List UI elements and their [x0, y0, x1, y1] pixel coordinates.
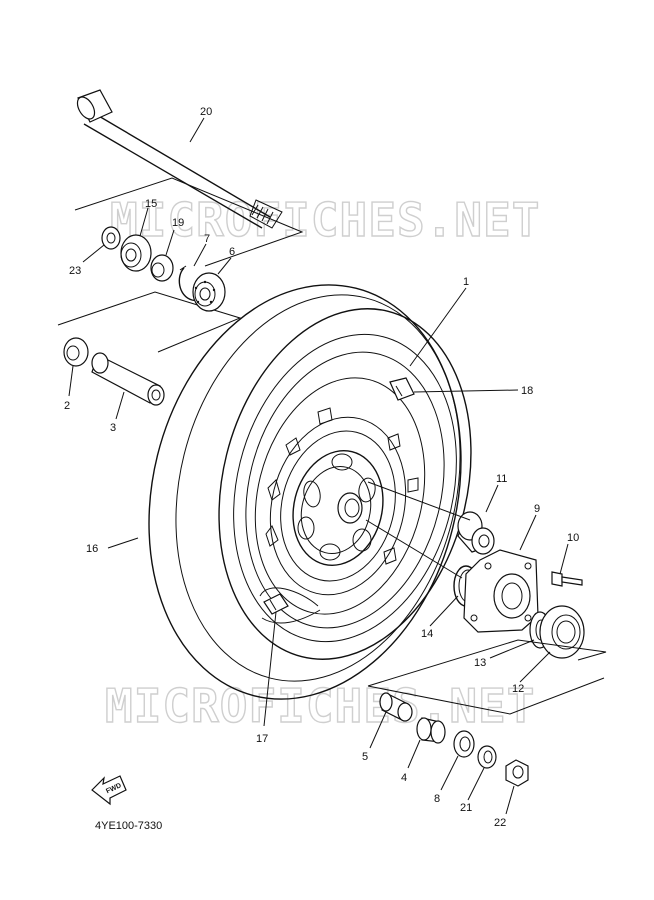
- axle-part[interactable]: [74, 89, 283, 229]
- watermark-bottom: MICROFICHES.NET: [105, 679, 535, 733]
- callout-14: 14: [421, 628, 433, 640]
- callout-20: 20: [200, 106, 212, 118]
- callout-11: 11: [496, 473, 507, 485]
- collar-part-19[interactable]: [150, 254, 174, 282]
- callout-5: 5: [362, 751, 368, 763]
- hub-clutch-part-9[interactable]: [463, 549, 539, 633]
- callout-10: 10: [567, 532, 579, 544]
- balance-weight-part-17[interactable]: [263, 593, 289, 615]
- callout-1: 1: [463, 276, 469, 288]
- callout-15: 15: [145, 198, 157, 210]
- callout-3: 3: [110, 422, 116, 434]
- callout-7: 7: [204, 233, 210, 245]
- callout-9: 9: [534, 503, 540, 515]
- callout-13: 13: [474, 657, 486, 669]
- callout-22: 22: [494, 817, 506, 829]
- watermark-top: MICROFICHES.NET: [110, 193, 540, 247]
- bearing-part-2[interactable]: [63, 337, 89, 367]
- tire-part-16[interactable]: [107, 251, 507, 732]
- callout-21: 21: [460, 802, 472, 814]
- spacer-part-4[interactable]: [416, 717, 446, 744]
- washer-part-21[interactable]: [477, 745, 497, 769]
- forward-arrow-icon: FWD: [91, 775, 127, 806]
- washer-part-23[interactable]: [101, 226, 121, 250]
- callout-12: 12: [512, 683, 524, 695]
- callout-16: 16: [86, 543, 98, 555]
- leader-lines: [68, 117, 569, 815]
- spacer-part-3[interactable]: [91, 352, 165, 406]
- callout-2: 2: [64, 400, 70, 412]
- bearing-part-6[interactable]: [192, 272, 226, 312]
- group-bracket-upper: [74, 177, 304, 267]
- group-bracket-lower-bottom: [367, 677, 605, 715]
- callout-6: 6: [229, 246, 235, 258]
- callout-23: 23: [69, 265, 81, 277]
- valve-part-18[interactable]: [389, 377, 415, 401]
- rim-part-1[interactable]: [202, 311, 487, 666]
- group-bracket-lower-top: [367, 639, 607, 687]
- callout-8: 8: [434, 793, 440, 805]
- callout-18: 18: [521, 385, 533, 397]
- diagram-code: 4YE100-7330: [95, 820, 162, 832]
- callout-19: 19: [172, 217, 184, 229]
- bolt-part-10[interactable]: [551, 571, 583, 587]
- oil-seal-part-15[interactable]: [120, 234, 152, 272]
- collar-part-5[interactable]: [379, 692, 413, 722]
- oil-seal-part-12[interactable]: [539, 605, 585, 659]
- callout-17: 17: [256, 733, 268, 745]
- collar-part-11[interactable]: [457, 511, 495, 555]
- nut-part-22[interactable]: [505, 759, 529, 787]
- callout-4: 4: [401, 772, 407, 784]
- bearing-part-8[interactable]: [453, 730, 475, 758]
